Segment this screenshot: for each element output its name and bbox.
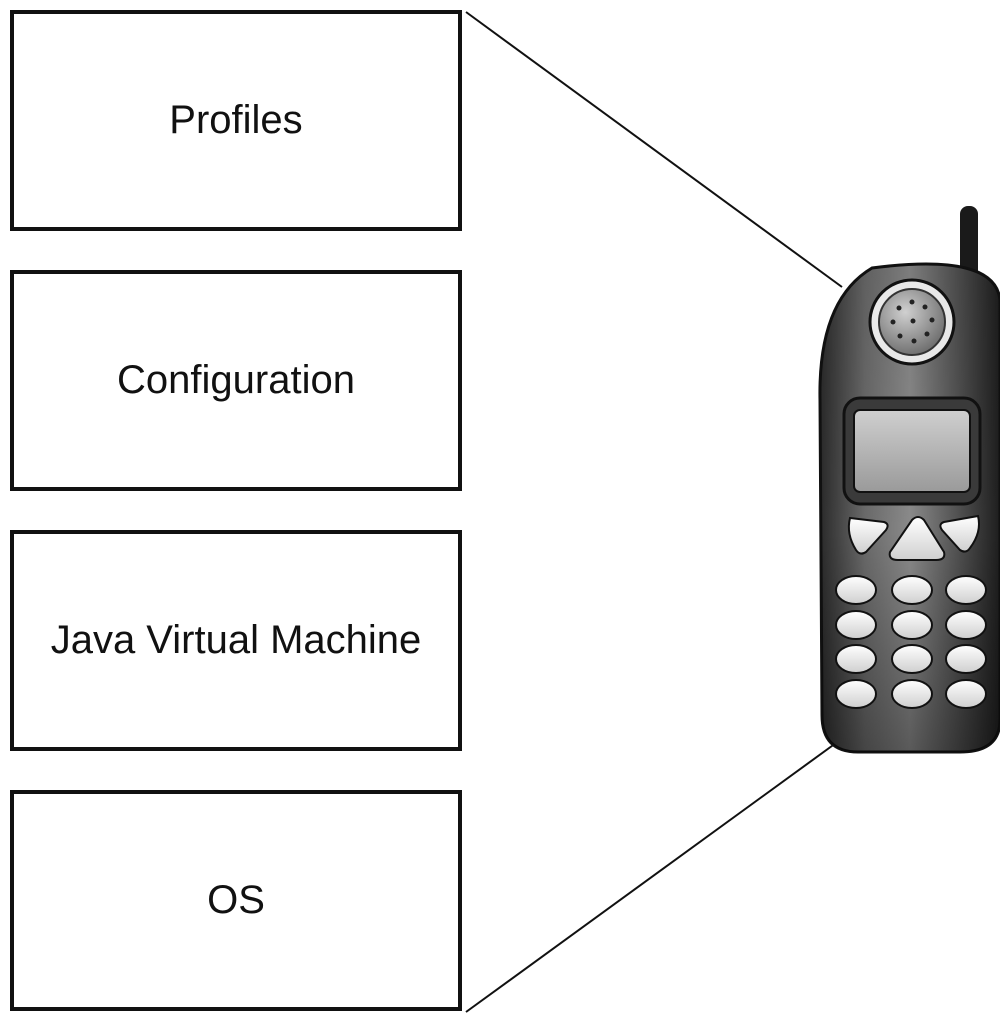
nav-key-up[interactable] — [888, 516, 946, 561]
layer-label-java-virtual-machine: Java Virtual Machine — [50, 618, 422, 662]
display-screen — [853, 409, 971, 493]
layer-label-os: OS — [207, 878, 265, 922]
layer-label-profiles: Profiles — [169, 98, 303, 142]
key-1[interactable] — [835, 575, 877, 605]
key-7[interactable] — [835, 644, 877, 674]
connector-line-bottom — [465, 742, 837, 1013]
keypad — [835, 575, 987, 709]
layer-label-configuration: Configuration — [117, 358, 355, 402]
soft-key-left[interactable] — [847, 516, 889, 555]
layer-box-profiles: Profiles — [10, 10, 462, 231]
soft-key-right[interactable] — [939, 514, 980, 553]
speaker-holes — [890, 299, 935, 344]
key-hash[interactable] — [945, 679, 987, 709]
key-star[interactable] — [835, 679, 877, 709]
key-8[interactable] — [891, 644, 933, 674]
key-5[interactable] — [891, 610, 933, 640]
layer-box-java-virtual-machine: Java Virtual Machine — [10, 530, 462, 751]
key-3[interactable] — [945, 575, 987, 605]
layer-box-os: OS — [10, 790, 462, 1011]
key-6[interactable] — [945, 610, 987, 640]
key-4[interactable] — [835, 610, 877, 640]
connector-line-top — [465, 11, 843, 288]
key-2[interactable] — [891, 575, 933, 605]
layer-box-configuration: Configuration — [10, 270, 462, 491]
key-9[interactable] — [945, 644, 987, 674]
key-0[interactable] — [891, 679, 933, 709]
